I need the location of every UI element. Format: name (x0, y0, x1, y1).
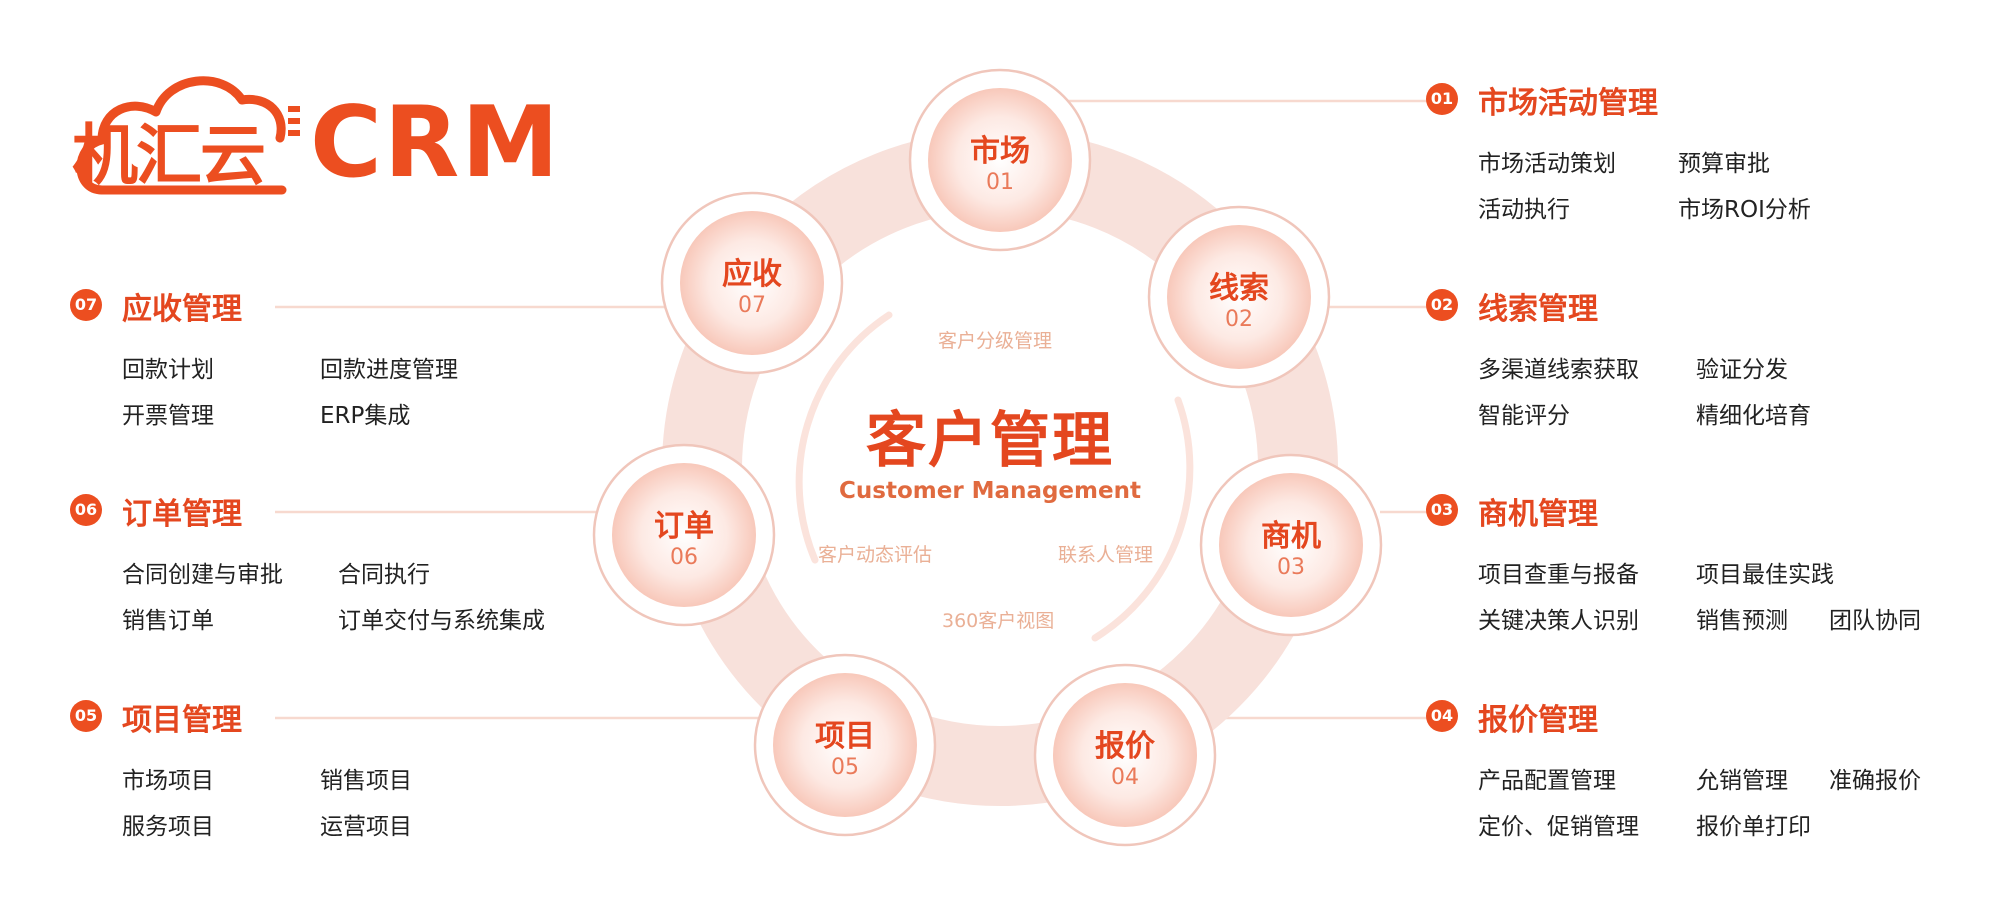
section-item: 项目查重与报备 (1478, 562, 1639, 588)
section-title: 商机管理 (1478, 497, 1598, 532)
section-item: 多渠道线索获取 (1478, 357, 1639, 383)
section-badge: 04 (1426, 700, 1458, 732)
center-subtitle: Customer Management (839, 478, 1141, 504)
section-badge: 02 (1426, 289, 1458, 321)
section-badge: 05 (70, 700, 102, 732)
section-item: ERP集成 (320, 403, 411, 429)
section-item: 预算审批 (1678, 151, 1770, 177)
section-item: 准确报价 (1829, 768, 1921, 794)
section-item: 开票管理 (122, 403, 214, 429)
section-title: 市场活动管理 (1478, 86, 1658, 121)
section-item: 销售订单 (122, 608, 214, 634)
node-circle-inner-01 (928, 88, 1072, 232)
center-title: 客户管理 (866, 406, 1114, 476)
node-leads[interactable]: 线索 02 (1149, 207, 1329, 387)
section-title: 线索管理 (1478, 292, 1598, 327)
node-title: 商机 (1261, 519, 1321, 554)
center-tag-dynamic-eval: 客户动态评估 (818, 544, 933, 566)
node-number: 07 (738, 293, 766, 318)
section-item: 回款计划 (122, 357, 214, 383)
section-item: 合同创建与审批 (122, 562, 283, 588)
inner-arc-left (795, 311, 893, 564)
center-tag-grading: 客户分级管理 (938, 330, 1053, 352)
section-item: 订单交付与系统集成 (338, 608, 545, 634)
section-item: 市场活动策划 (1478, 151, 1616, 177)
section-item: 活动执行 (1478, 197, 1570, 223)
node-number: 04 (1111, 765, 1139, 790)
connector-lines (275, 99, 1430, 720)
section-item: 团队协同 (1829, 608, 1921, 634)
section-item: 产品配置管理 (1478, 768, 1616, 794)
node-number: 02 (1225, 307, 1253, 332)
logo-en-text: CRM (310, 86, 561, 200)
section-item: 服务项目 (122, 814, 214, 840)
brand-logo: 机汇云 CRM (72, 62, 559, 202)
section-badge: 06 (70, 494, 102, 526)
node-title: 项目 (815, 719, 875, 754)
node-title: 应收 (722, 257, 782, 292)
section-item: 验证分发 (1696, 357, 1788, 383)
center-tag-360-view: 360客户视图 (942, 610, 1055, 632)
node-circles (592, 68, 1383, 847)
node-market[interactable]: 市场 01 (910, 70, 1090, 250)
node-circle-inner-02 (1167, 225, 1311, 369)
section-item: 销售项目 (320, 768, 412, 794)
section-item: 关键决策人识别 (1478, 608, 1639, 634)
section-item: 回款进度管理 (320, 357, 458, 383)
node-quote[interactable]: 报价 04 (1035, 665, 1215, 845)
cloud-logo-icon (76, 76, 300, 195)
section-item: 定价、促销管理 (1478, 814, 1639, 840)
section-item: 市场项目 (122, 768, 214, 794)
section-item: 合同执行 (338, 562, 430, 588)
section-title: 报价管理 (1478, 703, 1598, 738)
node-opportunity[interactable]: 商机 03 (1201, 455, 1381, 635)
node-title: 市场 (970, 134, 1030, 169)
node-title: 线索 (1209, 271, 1269, 306)
node-number: 06 (670, 545, 698, 570)
section-item: 允销管理 (1696, 768, 1788, 794)
node-title: 订单 (654, 509, 714, 544)
node-circle-inner-03 (1219, 473, 1363, 617)
section-item: 报价单打印 (1696, 814, 1811, 840)
node-number: 05 (831, 755, 859, 780)
section-title: 应收管理 (122, 292, 242, 327)
node-title: 报价 (1095, 729, 1155, 764)
section-item: 市场ROI分析 (1678, 197, 1811, 223)
node-project[interactable]: 项目 05 (755, 655, 935, 835)
node-receivable[interactable]: 应收 07 (662, 193, 842, 373)
node-circle-inner-05 (773, 673, 917, 817)
section-title: 订单管理 (122, 497, 242, 532)
section-item: 销售预测 (1696, 608, 1788, 634)
node-circle-inner-06 (612, 463, 756, 607)
section-item: 项目最佳实践 (1696, 562, 1834, 588)
node-number: 01 (986, 170, 1014, 195)
node-order[interactable]: 订单 06 (594, 445, 774, 625)
node-number: 03 (1277, 555, 1305, 580)
inner-arc-right (1091, 396, 1194, 642)
section-item: 精细化培育 (1696, 403, 1811, 429)
section-badge: 07 (70, 289, 102, 321)
node-circle-inner-04 (1053, 683, 1197, 827)
node-circle-inner-07 (680, 211, 824, 355)
section-badge: 01 (1426, 83, 1458, 115)
center-tag-contacts: 联系人管理 (1058, 544, 1154, 566)
section-item: 智能评分 (1478, 403, 1570, 429)
section-badge: 03 (1426, 494, 1458, 526)
section-title: 项目管理 (122, 703, 242, 738)
logo-cn-text: 机汇云 (72, 117, 266, 194)
section-item: 运营项目 (320, 814, 412, 840)
